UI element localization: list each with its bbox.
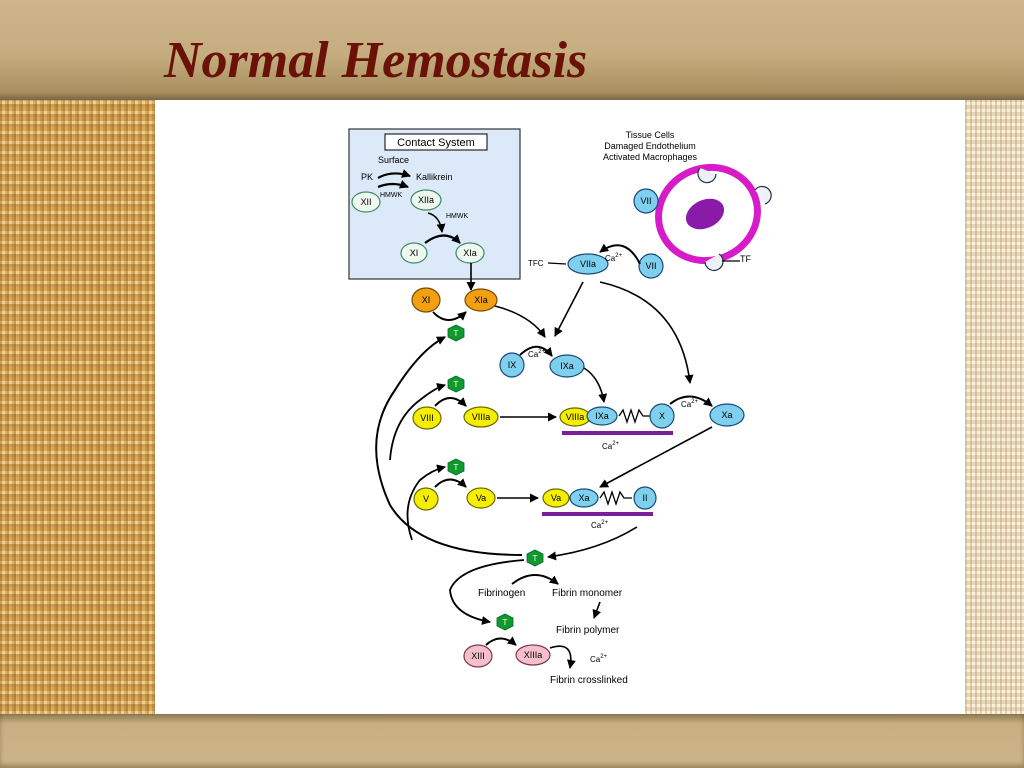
contact-system-box: Contact System Surface PK Kallikrein HMW…: [348, 128, 521, 280]
svg-text:Va: Va: [476, 493, 486, 503]
header-bar: [0, 0, 1024, 100]
svg-text:XI: XI: [410, 248, 419, 258]
cell-nucleus: [685, 198, 725, 230]
tfc-label: TFC: [528, 259, 544, 268]
svg-text:VII: VII: [645, 261, 656, 271]
svg-text:Va: Va: [551, 493, 561, 503]
svg-text:VIIIa: VIIIa: [472, 412, 491, 422]
factor-x-node: [649, 403, 675, 429]
svg-text:T: T: [503, 618, 508, 627]
tf-receptor-2: [754, 185, 772, 205]
prothrombinase-membrane-bar: [542, 512, 653, 516]
factor-viia-node: [567, 253, 609, 275]
contact-system-title: Contact System: [397, 137, 475, 149]
factor-xia-node: [464, 288, 498, 312]
prothrombinase-va-node: [542, 488, 570, 508]
contact-factor-xi-node: [400, 242, 428, 264]
fibrin-polymer-label: Fibrin polymer: [556, 625, 620, 636]
pk-label: PK: [361, 172, 373, 182]
left-decorative-border: [0, 100, 155, 714]
svg-text:IXa: IXa: [595, 411, 609, 421]
factor-viiia-node: [463, 406, 499, 428]
tenase-membrane-bar: [562, 431, 673, 435]
right-decorative-border: [965, 100, 1024, 714]
hmwk-label-1: HMWK: [380, 192, 402, 199]
tf-receptor-1: [697, 167, 717, 184]
svg-text:T: T: [454, 329, 459, 338]
svg-text:XIII: XIII: [471, 651, 485, 661]
thrombin-hex-3: T: [447, 458, 465, 476]
svg-text:Xa: Xa: [721, 410, 732, 420]
svg-text:XIa: XIa: [474, 295, 488, 305]
thrombin-hex-5: T: [496, 613, 514, 631]
factor-xi-node: [411, 287, 441, 313]
factor-ix-node: [499, 352, 525, 378]
ca-xiii-label: Ca2+: [590, 654, 608, 664]
svg-text:T: T: [533, 554, 538, 563]
fibrinogen-label: Fibrinogen: [478, 588, 525, 599]
tf-receptor-3: [704, 253, 724, 272]
svg-text:T: T: [454, 463, 459, 472]
ca-tenase-label: Ca2+: [602, 441, 620, 451]
svg-text:VII: VII: [640, 196, 651, 206]
factor-ixa-node: [549, 354, 585, 378]
factor-xiia-node: [410, 189, 442, 211]
svg-text:II: II: [642, 493, 647, 503]
ca-prothrombinase-label: Ca2+: [591, 520, 609, 530]
kallikrein-label: Kallikrein: [416, 172, 453, 182]
ca-ix-label: Ca2+: [528, 349, 546, 359]
fibrin-monomer-label: Fibrin monomer: [552, 588, 623, 599]
svg-text:IXa: IXa: [560, 361, 574, 371]
activated-macrophages-label: Activated Macrophages: [603, 152, 698, 162]
factor-xiiia-node: [515, 644, 551, 666]
svg-text:XIa: XIa: [463, 248, 477, 258]
svg-text:VIIa: VIIa: [580, 259, 596, 269]
factor-xiii-node: [463, 644, 493, 668]
contact-factor-xia-node: [455, 242, 485, 264]
ca-x-label: Ca2+: [681, 399, 699, 409]
thrombin-hex-4: T: [526, 549, 544, 567]
factor-xa-node: [709, 403, 745, 427]
svg-text:IX: IX: [508, 360, 517, 370]
svg-text:XIIIa: XIIIa: [524, 650, 543, 660]
svg-text:V: V: [423, 494, 429, 504]
tenase-ixa-node: [586, 406, 618, 426]
diagram-panel: [155, 100, 965, 714]
factor-ii-node: [633, 486, 657, 510]
prothrombinase-xa-node: [569, 488, 599, 508]
svg-text:XII: XII: [360, 197, 371, 207]
svg-text:VIIIa: VIIIa: [566, 412, 585, 422]
ca-viia-label: Ca2+: [605, 253, 623, 263]
factor-xii-node: [351, 191, 381, 213]
factor-viii-node: [412, 406, 442, 430]
tissue-cells-label: Tissue Cells: [626, 130, 675, 140]
hmwk-label-2: HMWK: [446, 213, 468, 220]
factor-va-node: [466, 487, 496, 509]
thrombin-hex-1: T: [447, 324, 465, 342]
tf-label: TF: [740, 254, 751, 264]
damaged-endothelium-label: Damaged Endothelium: [604, 141, 696, 151]
thrombin-hex-2: T: [447, 375, 465, 393]
factor-vii-upper-node: [633, 188, 659, 214]
factor-vii-lower-node: [638, 253, 664, 279]
svg-text:VIII: VIII: [420, 413, 434, 423]
svg-text:XIIa: XIIa: [418, 195, 434, 205]
tissue-cell: Tissue Cells Damaged Endothelium Activat…: [603, 130, 772, 279]
factor-v-node: [413, 487, 439, 511]
fibrin-crosslinked-label: Fibrin crosslinked: [550, 675, 628, 686]
surface-label: Surface: [378, 155, 409, 165]
svg-text:T: T: [454, 380, 459, 389]
svg-text:X: X: [659, 411, 665, 421]
svg-text:Xa: Xa: [578, 493, 589, 503]
svg-text:XI: XI: [422, 295, 431, 305]
footer-bar: [0, 714, 1024, 768]
slide-title: Normal Hemostasis: [164, 32, 588, 89]
